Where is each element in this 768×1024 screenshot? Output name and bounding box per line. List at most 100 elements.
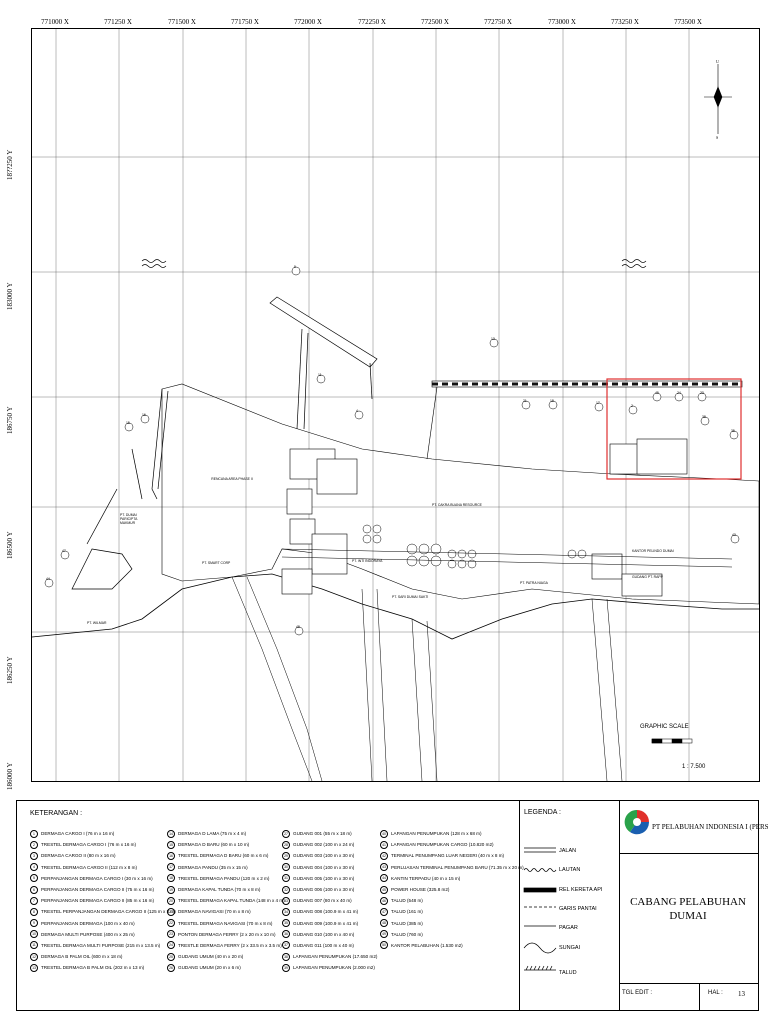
scale-label: GRAPHIC SCALE <box>640 724 689 730</box>
item-number: 40 <box>380 829 388 838</box>
map-marker: 4 <box>354 407 364 425</box>
y-coord-label: 18??250 Y <box>6 149 14 180</box>
item-text: DERMAGA B PALM OIL (600 m x 18 m) <box>41 954 123 960</box>
legend-panel <box>16 800 759 1011</box>
item-number: 9 <box>30 919 38 928</box>
divider <box>519 801 520 1010</box>
legend-jalan: JALAN <box>559 848 577 854</box>
item-text: GUDANG 007 (80 m x 40 m) <box>293 898 352 904</box>
y-coord-label: 186500 Y <box>6 531 14 559</box>
legend-symbols <box>523 847 557 971</box>
legend-talud: TALUD <box>559 970 577 976</box>
area-label: PT. PATRA NIAGA <box>520 581 548 585</box>
item-number: 18 <box>167 874 175 883</box>
item-text: DERMAGA D LAMA (75 m x 4 m) <box>178 831 247 837</box>
area-label: GUDANG PT. RAPP <box>632 575 663 579</box>
item-text: LAPANGAN PENUMPUKAN (17.650 m2) <box>293 954 378 960</box>
item-text: PONTON DERMAGA FERRY (2 x 20 m x 10 m) <box>178 931 276 937</box>
item-number: 1 <box>30 829 38 838</box>
item-number: 3 <box>30 851 38 860</box>
tgl-edit-label: TGL EDIT : <box>622 990 653 996</box>
item-number: 11 <box>30 941 38 950</box>
map-marker: 35 <box>729 427 739 445</box>
branch-line-1: CABANG PELABUHAN <box>630 896 746 908</box>
item-number: 50 <box>380 941 388 950</box>
item-text: TRESTEL DERMAGA CARGO I (76 m x 16 m) <box>41 842 137 848</box>
item-number: 38 <box>282 952 290 961</box>
hal-label: HAL : <box>708 990 723 996</box>
area-label: PT. DUMAI PARICIPTA MAKMUR <box>120 513 138 525</box>
pelindo-logo <box>624 809 650 835</box>
item-text: GUDANG 002 (100 m x 24 m) <box>293 842 355 848</box>
y-coord-label: 186000 Y <box>6 762 14 790</box>
area-label: PT. WILMAR <box>87 621 107 625</box>
roads <box>231 548 733 781</box>
map-marker: 15 <box>124 419 134 437</box>
item-text: DERMAGA NAVIGASI (70 m x 8 m) <box>178 909 251 915</box>
item-text: GUDANG UMUM (40 m x 20 m) <box>178 954 244 960</box>
area-label: PT. SMART CORP <box>202 561 231 565</box>
item-number: 44 <box>380 874 388 883</box>
map-marker: 48 <box>294 623 304 641</box>
item-number: 2 <box>30 840 38 849</box>
item-number: 33 <box>282 896 290 905</box>
area-label: KANTOR PELINDO DUMAI <box>632 549 674 553</box>
item-text: TRESTLE DERMAGA FERRY (2 x 33.5 m x 3.5 … <box>178 942 282 948</box>
map-marker: 24 <box>674 389 684 407</box>
item-number: 16 <box>167 851 175 860</box>
x-coord-label: 773500 X <box>674 18 702 26</box>
lautan-symbol <box>523 868 557 872</box>
item-number: 27 <box>282 829 290 838</box>
item-text: GUDANG UMUM (20 m x 6 m) <box>178 965 241 971</box>
sea-wave-symbols <box>141 259 647 268</box>
item-text: GUDANG 011 (100 m x 40 m) <box>293 942 354 948</box>
x-coord-label: 773250 X <box>611 18 639 26</box>
area-label: PT. CAKRA BUANA RESOURCE <box>432 503 482 507</box>
item-text: TALUD (385 m) <box>391 920 423 926</box>
item-text: PERPANJANGAN DERMAGA CARGO II (85 m x 16… <box>41 898 154 904</box>
legend-garis-pantai: GARIS PANTAI <box>559 906 597 912</box>
north-arrow-icon: U S <box>704 59 732 140</box>
port-map-drawing: U S <box>32 29 759 781</box>
map-marker: 38 <box>700 413 710 431</box>
item-text: GUDANG 005 (100 m x 30 m) <box>293 875 355 881</box>
map-marker: 9 <box>291 263 301 281</box>
map-marker: 17 <box>594 399 604 417</box>
item-number: 8 <box>30 907 38 916</box>
item-text: PERPANJANGAN DERMAGA CARGO I (30 m x 16 … <box>41 875 153 881</box>
x-coord-label: 772500 X <box>421 18 449 26</box>
divider <box>619 853 758 854</box>
x-coord-label: 771750 X <box>231 18 259 26</box>
x-coord-label: 772750 X <box>484 18 512 26</box>
divider <box>619 801 620 1010</box>
item-text: LAPANGAN PENUMPUKAN (128 m x 68 m) <box>391 831 482 837</box>
item-text: TRESTEL DERMAGA CARGO II (112 m x 8 m) <box>41 864 137 870</box>
